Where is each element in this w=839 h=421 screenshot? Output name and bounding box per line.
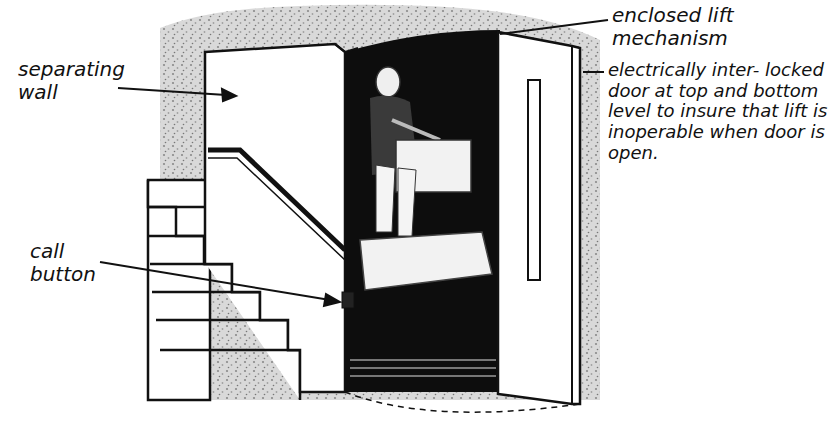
call-button (342, 292, 354, 308)
part-label: call button (30, 240, 110, 286)
handrail (208, 150, 345, 250)
door-window (528, 80, 540, 280)
note-label: electrically inter- locked door at top a… (608, 60, 833, 163)
lift-user (360, 67, 492, 290)
lift-shaft (345, 30, 500, 392)
part-label: enclosed lift mechanism (612, 4, 822, 50)
door (498, 32, 580, 404)
leader-lines (100, 20, 608, 306)
door-swing (345, 392, 580, 412)
part-label: separating wall (18, 58, 118, 104)
separating-wall (205, 44, 345, 392)
